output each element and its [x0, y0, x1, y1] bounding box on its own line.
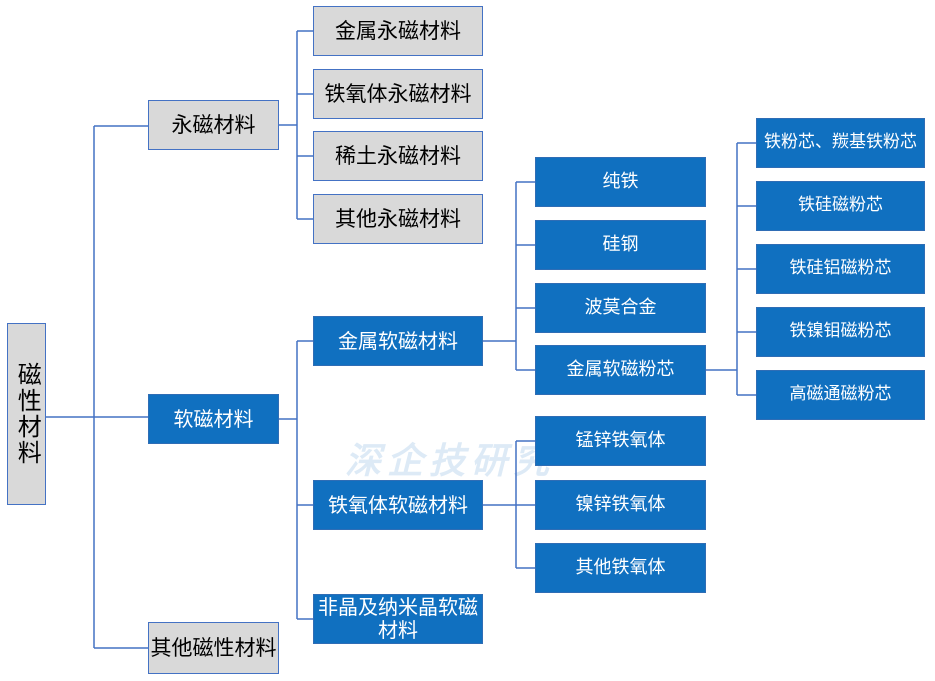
node-other-permanent: 其他永磁材料: [313, 194, 483, 244]
node-powder-core: 金属软磁粉芯: [535, 345, 706, 395]
node-nizn-ferrite: 镍锌铁氧体: [535, 480, 706, 530]
node-permalloy: 波莫合金: [535, 283, 706, 333]
node-other-ferrite: 其他铁氧体: [535, 543, 706, 593]
node-metal-soft: 金属软磁材料: [313, 316, 483, 366]
node-mnzn-ferrite: 锰锌铁氧体: [535, 416, 706, 466]
node-metal-permanent: 金属永磁材料: [313, 6, 483, 56]
node-permanent: 永磁材料: [148, 100, 279, 150]
node-fesi-core: 铁硅磁粉芯: [756, 181, 925, 231]
watermark: 深企技研究: [345, 440, 556, 482]
node-high-flux-core: 高磁通磁粉芯: [756, 370, 925, 420]
node-iron-powder-core: 铁粉芯、羰基铁粉芯: [756, 118, 925, 168]
root-node: 磁性材料: [7, 323, 46, 505]
node-sendust-core: 铁硅铝磁粉芯: [756, 244, 925, 294]
node-pure-iron: 纯铁: [535, 157, 706, 207]
node-ferrite-soft: 铁氧体软磁材料: [313, 480, 483, 530]
node-soft: 软磁材料: [148, 394, 279, 444]
node-amorphous-soft: 非晶及纳米晶软磁材料: [313, 594, 483, 644]
node-silicon-steel: 硅钢: [535, 220, 706, 270]
node-ferrite-permanent: 铁氧体永磁材料: [313, 69, 483, 119]
node-rare-earth-permanent: 稀土永磁材料: [313, 131, 483, 181]
node-other-magnetic: 其他磁性材料: [148, 622, 279, 674]
node-mpp-core: 铁镍钼磁粉芯: [756, 307, 925, 357]
